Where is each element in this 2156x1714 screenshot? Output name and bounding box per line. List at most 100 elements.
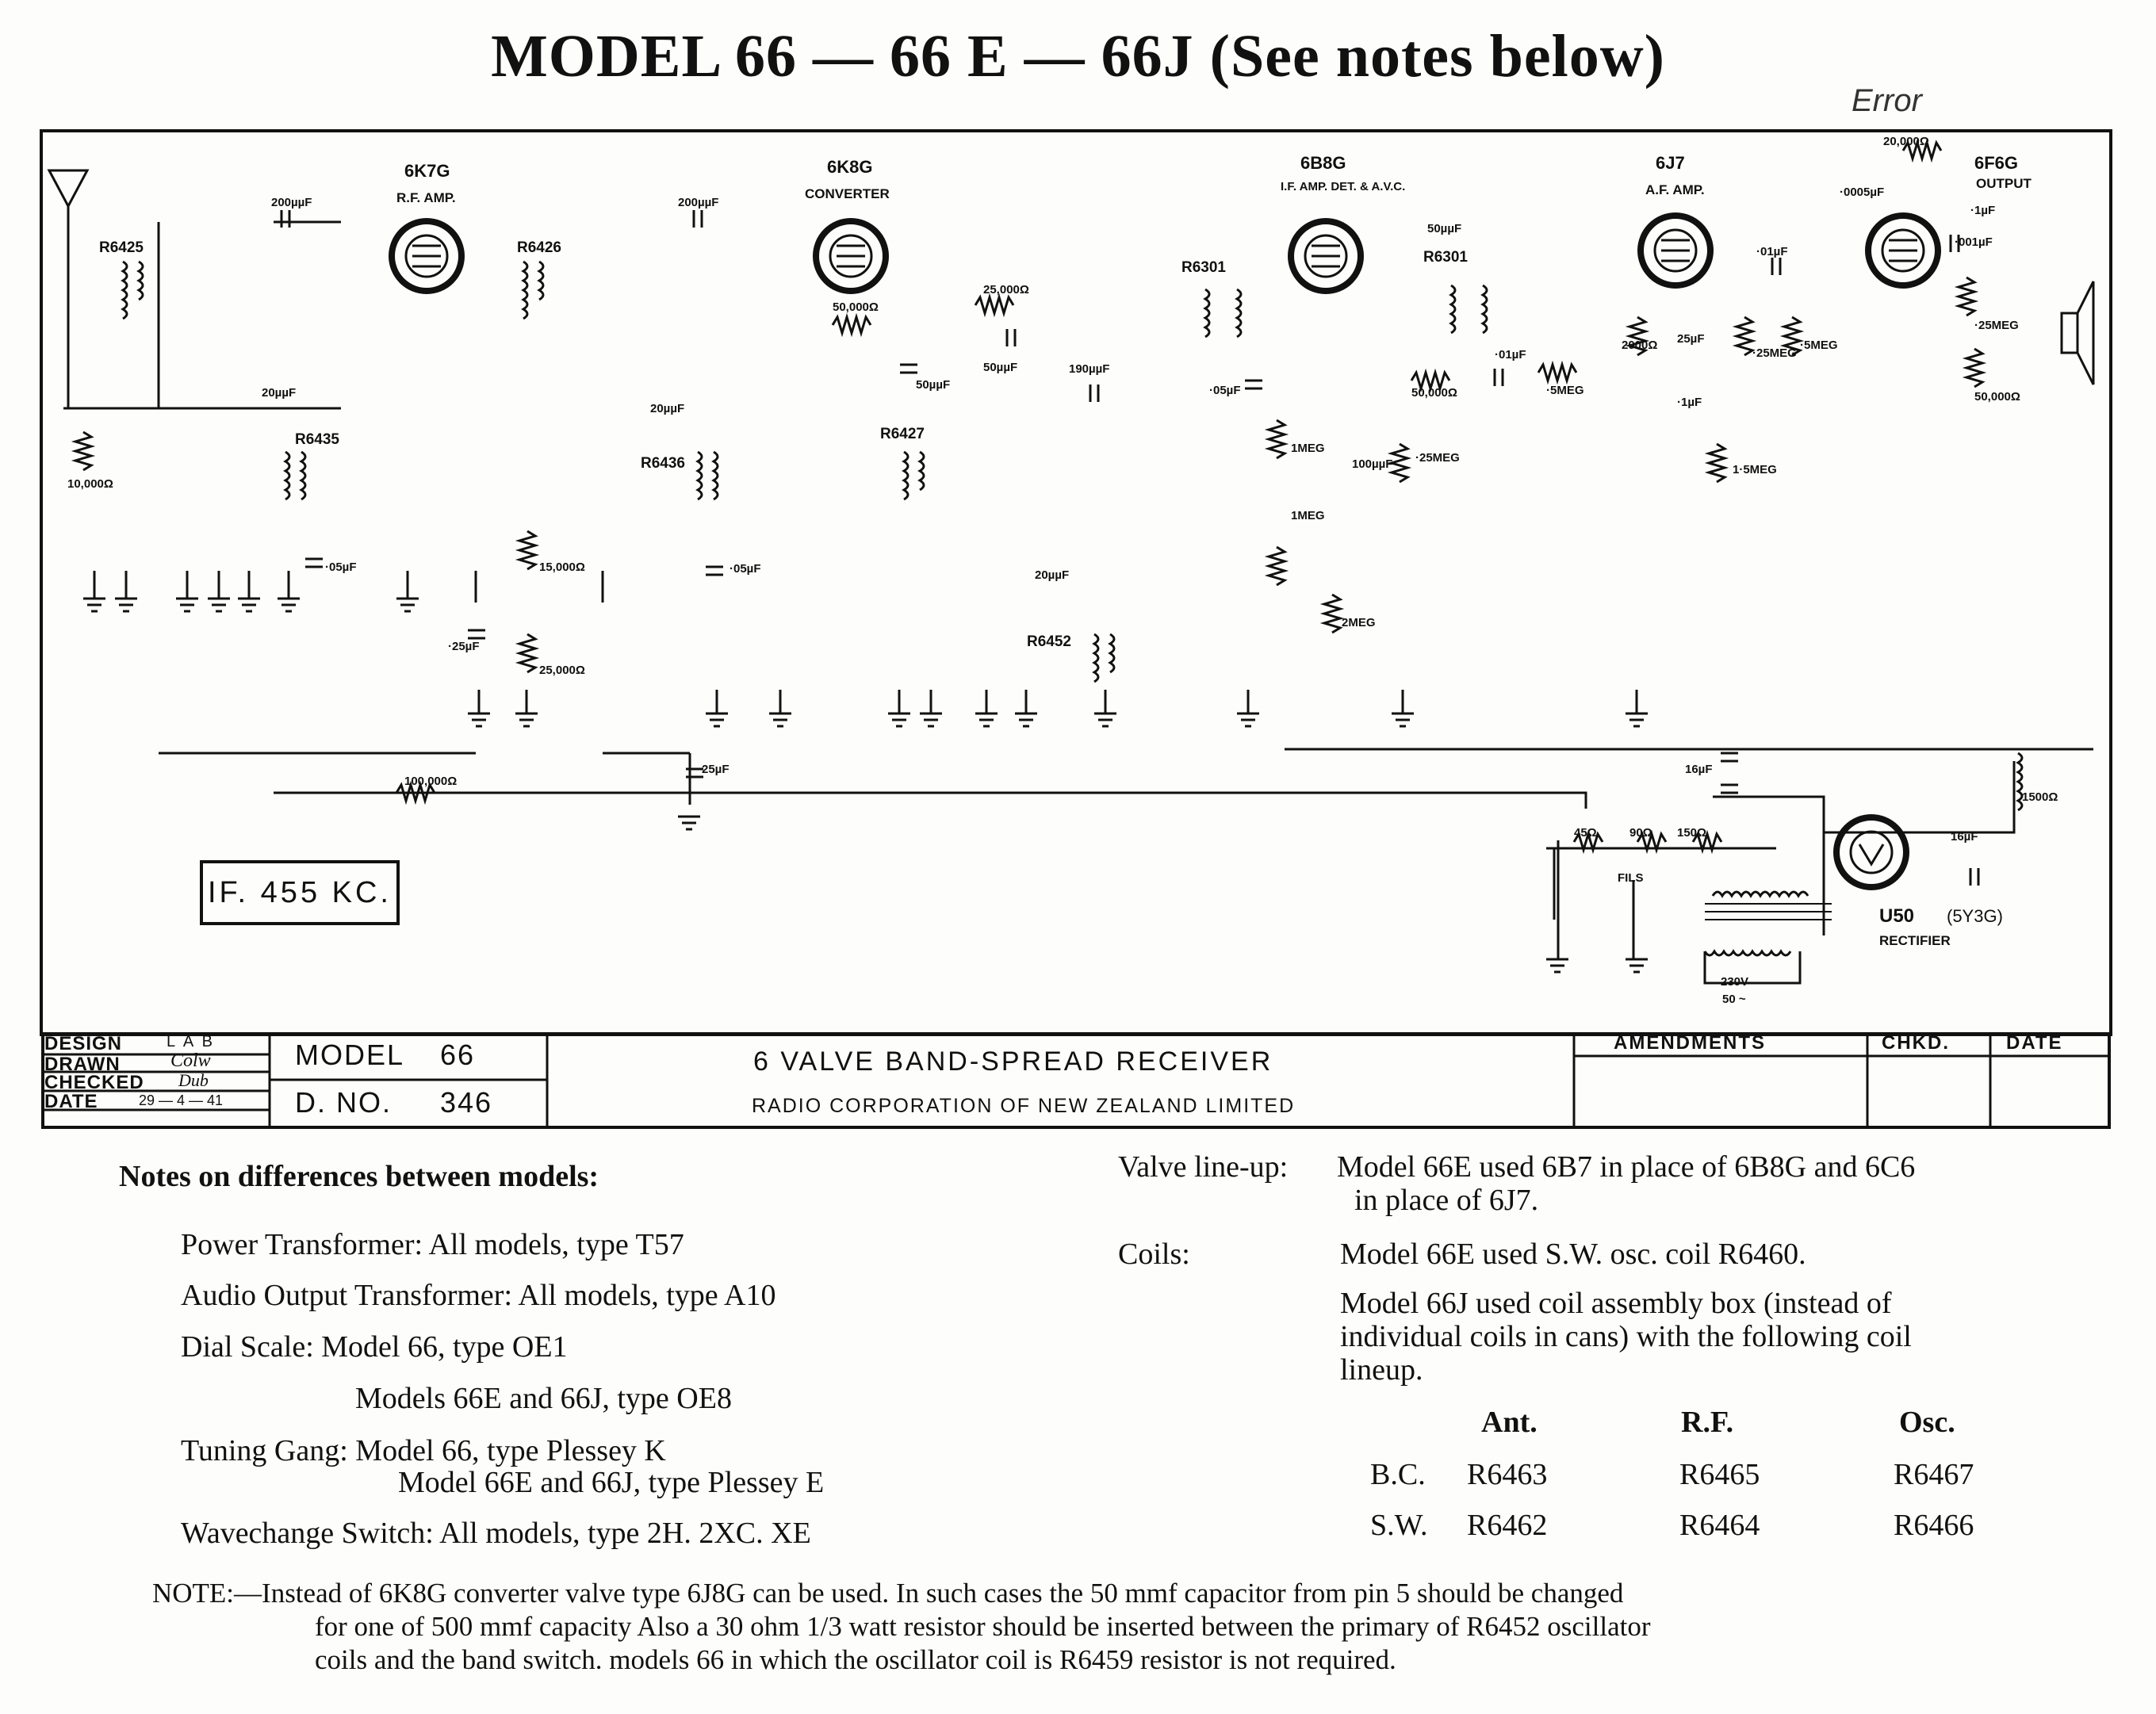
amendments-header: AMENDMENTS <box>1614 1032 1766 1054</box>
capacitor-value: ·25µF <box>698 763 730 776</box>
resistor-value: 15,000Ω <box>539 560 585 574</box>
model-label: MODEL <box>295 1039 405 1071</box>
resistor-value: 50,000Ω <box>1974 390 2020 404</box>
resistor-value: ·25MEG <box>1415 451 1460 465</box>
mains-frequency-label: 50 ~ <box>1722 993 1746 1006</box>
valve-function-label: R.F. AMP. <box>396 190 456 205</box>
coil-icon <box>121 260 2024 812</box>
valve-function-label: OUTPUT <box>1976 176 2032 191</box>
valve-6K8G <box>813 218 889 294</box>
valve-alt-label: (5Y3G) <box>1947 906 2003 926</box>
note-dial-scale-alt: Models 66E and 66J, type OE8 <box>355 1382 732 1415</box>
resistor-value: 2MEG <box>1342 616 1376 629</box>
coil-table-header: Ant. <box>1481 1406 1538 1439</box>
design-label: DESIGN <box>44 1033 123 1054</box>
coil-label: R6301 <box>1181 259 1226 276</box>
capacitor-value: ·05µF <box>730 562 761 576</box>
coil-label: R6435 <box>295 431 339 448</box>
title-block <box>41 1032 2111 1129</box>
mains-voltage-label: 230V <box>1721 975 1748 989</box>
capacitor-value: 16µF <box>1685 763 1713 776</box>
page-title: MODEL 66 — 66 E — 66J (See notes below) <box>491 23 1665 90</box>
capacitor-value: 190µµF <box>1069 362 1109 376</box>
capacitor-value: ·1µF <box>1970 204 1995 217</box>
resistor-value: 10,000Ω <box>67 477 113 491</box>
coil-table-header: Osc. <box>1899 1406 1955 1439</box>
valve-function-label: RECTIFIER <box>1879 933 1951 948</box>
coil-table-band: S.W. <box>1370 1509 1428 1542</box>
filament-label: FILS <box>1618 871 1644 885</box>
capacitor-value: ·05µF <box>325 560 357 574</box>
resistor-icon <box>71 138 1987 855</box>
coil-table-cell: R6463 <box>1467 1458 1548 1491</box>
valve-type-label: 6J7 <box>1656 153 1685 173</box>
earth-icon <box>83 571 1648 974</box>
drawn-value: Colw <box>170 1050 211 1071</box>
capacitor-value: 16µF <box>1951 830 1978 844</box>
capacitor-value: ·0005µF <box>1840 186 1884 199</box>
valve-type-label: 6B8G <box>1300 153 1346 173</box>
handwritten-mark: Error <box>1852 83 1924 118</box>
valve-lineup-label: Valve line-up: <box>1118 1150 1289 1184</box>
coil-table-cell: R6465 <box>1679 1458 1760 1491</box>
bottom-note-line: NOTE:—Instead of 6K8G converter valve ty… <box>152 1578 1624 1609</box>
if-frequency-box: IF. 455 KC. <box>200 860 400 925</box>
bottom-note-line: for one of 500 mmf capacity Also a 30 oh… <box>315 1611 1651 1642</box>
resistor-value: 25,000Ω <box>539 664 585 677</box>
resistor-value: 100,000Ω <box>404 775 457 788</box>
valve-function-label: CONVERTER <box>805 186 890 201</box>
resistor-value: 1500Ω <box>2022 790 2058 804</box>
date-label: DATE <box>44 1091 98 1112</box>
valve-type-label: 6F6G <box>1974 153 2018 173</box>
resistor-value: 25,000Ω <box>983 283 1029 297</box>
schematic-bus <box>63 220 2093 809</box>
resistor-value: ·5MEG <box>1546 384 1584 397</box>
resistor-value: 50,000Ω <box>1411 386 1457 400</box>
resistor-value: ·5MEG <box>1800 339 1838 352</box>
title-block-rules <box>41 1053 270 1111</box>
resistor-value: 90Ω <box>1629 826 1652 840</box>
valve-type-label: U50 <box>1879 905 1914 927</box>
note-dial-scale: Dial Scale: Model 66, type OE1 <box>181 1330 568 1364</box>
note-wavechange-switch: Wavechange Switch: All models, type 2H. … <box>181 1517 811 1550</box>
drawn-label: DRAWN <box>44 1054 121 1075</box>
capacitor-value: 20µµF <box>650 402 684 415</box>
date-column-header: DATE <box>2006 1032 2063 1054</box>
capacitor-value: 20µµF <box>1035 568 1069 582</box>
capacitor-value: ·001µF <box>1955 235 1993 249</box>
resistor-value: 50,000Ω <box>833 300 879 314</box>
checked-column-header: CHKD. <box>1882 1032 1950 1054</box>
resistor-value: 20,000Ω <box>1883 135 1929 148</box>
capacitor-icon <box>280 210 1980 886</box>
company-name: RADIO CORPORATION OF NEW ZEALAND LIMITED <box>752 1095 1296 1117</box>
loudspeaker-icon <box>2060 281 2095 385</box>
resistor-value: 150Ω <box>1677 826 1706 840</box>
coil-label: R6436 <box>641 455 685 472</box>
design-value: L A B <box>167 1033 215 1050</box>
valve-U50 <box>1833 814 1909 890</box>
date-value: 29 — 4 — 41 <box>139 1092 224 1108</box>
coil-table-cell: R6464 <box>1679 1509 1760 1542</box>
capacitor-value: ·01µF <box>1495 348 1526 362</box>
bottom-note-line: coils and the band switch. models 66 in … <box>315 1644 1396 1675</box>
checked-value: Dub <box>178 1070 209 1090</box>
resistor-value: ·25MEG <box>1974 319 2019 332</box>
resistor-value: ·25MEG <box>1752 346 1797 360</box>
coils-note-66j-cont: lineup. <box>1340 1353 1423 1387</box>
drawing-description: 6 VALVE BAND-SPREAD RECEIVER <box>753 1046 1273 1077</box>
coil-label: R6427 <box>880 426 925 442</box>
valve-function-label: A.F. AMP. <box>1645 182 1705 197</box>
capacitor-value: ·1µF <box>1677 396 1702 409</box>
coil-label: R6426 <box>517 239 561 256</box>
notes-heading: Notes on differences between models: <box>119 1160 599 1193</box>
coil-table-cell: R6462 <box>1467 1509 1548 1542</box>
capacitor-value: 50µµF <box>916 378 950 392</box>
valve-6J7 <box>1637 212 1714 289</box>
resistor-value: 1·5MEG <box>1733 463 1777 476</box>
note-tuning-gang: Tuning Gang: Model 66, type Plessey K <box>181 1434 666 1467</box>
capacitor-value: 50µµF <box>983 361 1017 374</box>
note-audio-output: Audio Output Transformer: All models, ty… <box>181 1279 776 1312</box>
note-tuning-gang-alt: Model 66E and 66J, type Plessey E <box>398 1466 825 1499</box>
note-power-transformer: Power Transformer: All models, type T57 <box>181 1228 684 1261</box>
coils-note-66j-cont: individual coils in cans) with the follo… <box>1340 1320 1912 1353</box>
